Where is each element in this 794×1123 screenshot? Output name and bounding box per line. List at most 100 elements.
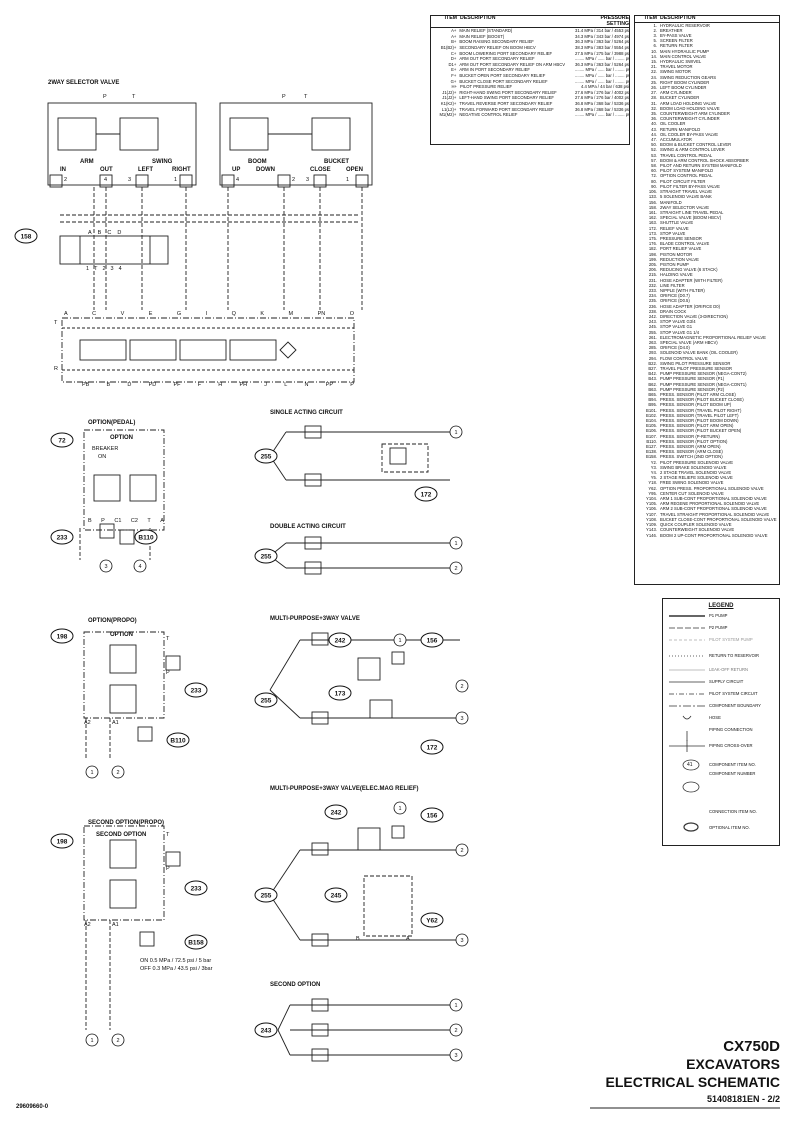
item-table-row: 232.LINE FILTER: [635, 283, 779, 288]
item-table-row: 215.HALDING VALVE: [635, 272, 779, 277]
item-table-row: 60.PILOT SYSTEM MANIFOLD: [635, 168, 779, 173]
item-table-row: 14.MAIN CONTROL VALVE: [635, 54, 779, 59]
pressure-table-cell: ........ MPa / ...... bar / ........ psi: [575, 72, 629, 78]
item-table-code: 182.: [648, 246, 657, 252]
legend-row: CONNECTION ITEM NO.: [709, 809, 757, 814]
option-propo-box: [83, 631, 165, 719]
item-table-row: B158.PRESS. SWITCH (2ND OPTION): [635, 454, 779, 459]
item-table-row: Y18.FREE SWING SOLENOID VALVE: [635, 480, 779, 485]
selector-open: OPEN: [346, 167, 364, 173]
item-table-code: B94.: [648, 397, 657, 403]
connection-marker: 1: [449, 536, 463, 550]
item-table-desc: MANIFOLD: [660, 199, 682, 205]
item-table-code: 285.: [648, 345, 657, 351]
item-table-row: 21.TRAVEL MOTOR: [635, 64, 779, 69]
item-table-desc: PILOT CIRCUIT FILTER: [660, 178, 706, 184]
item-table-code: 232.: [648, 282, 657, 288]
item-table-desc: ELECTROMAGNETIC PROPORTIONAL RELIEF VALV…: [660, 334, 766, 340]
mcv-bottom-port: L: [284, 382, 288, 388]
item-table-code: 242.: [648, 313, 657, 319]
connection-marker: 2: [111, 765, 125, 779]
connection-marker: 2: [455, 843, 469, 857]
item-table-code: 53.: [651, 152, 657, 158]
selector-right-port-t: T: [304, 94, 308, 100]
svg-text:243: 243: [261, 1028, 272, 1035]
pressure-table-cell: ARM OUT PORT SECONDARY RELIEF ON ARM HBC…: [459, 61, 566, 67]
pressure-table-row: M1(M2)+NEGATIVE CONTROL RELIEF........ M…: [431, 112, 629, 118]
item-table-code: 35.: [651, 111, 657, 117]
item-table-header-cell: ITEM: [644, 15, 657, 21]
item-table-desc: SWING & ARM CONTROL LEVER: [660, 147, 725, 153]
option-pedal-port: B: [88, 518, 92, 524]
item-bubble: 172: [420, 739, 444, 755]
item-table-code: 235.: [648, 298, 657, 304]
svg-text:242: 242: [335, 638, 346, 645]
connection-marker: 3: [99, 559, 113, 573]
legend-row: P1 PUMP: [709, 613, 728, 618]
legend-row: PILOT SYSTEM CIRCUIT: [709, 691, 758, 696]
item-table-row: B62.PUMP PRESSURE SENSOR (NEGA-CONT1): [635, 382, 779, 387]
item-table-code: B106.: [646, 428, 657, 434]
item-table-row: B138.PRESS. SENSOR (ARM CLOSE): [635, 449, 779, 454]
item-table-code: 1.: [653, 22, 658, 28]
pressure-table-cell: 34.3 MPa / 343 bar / 4974 psi: [575, 33, 629, 39]
svg-text:198: 198: [57, 839, 68, 846]
item-table-code: B104.: [646, 418, 657, 424]
item-table-code: 198.: [648, 251, 657, 257]
item-table-row: 175.PRESSURE SENSOR: [635, 236, 779, 241]
item-table-code: B138.: [646, 449, 657, 455]
item-table-desc: RETURN MANIFOLD: [660, 126, 701, 132]
pressure-table-cell: E+: [451, 67, 457, 73]
second-option-box: [83, 825, 165, 921]
item-table-row: 80.PILOT CIRCUIT FILTER: [635, 179, 779, 184]
pressure-table-cell: RIGHT-HAND SWING PORT SECONDARY RELIEF: [459, 89, 557, 95]
selector-in: IN: [60, 167, 66, 173]
pressure-table-cell: 27.6 MPa / 276 bar / 4002 psi: [575, 95, 629, 101]
item-table-desc: PRESS. SENSOR (PILOT ARM OPEN): [660, 423, 734, 429]
legend-row: LEAK-OFF RETURN: [709, 667, 749, 672]
selector-swing: SWING: [152, 159, 173, 165]
pressure-table-row: A+MAIN RELIEF (BOOST)34.3 MPa / 343 bar …: [431, 34, 629, 40]
item-table-desc: PRESS. SWITCH (2ND OPTION): [660, 454, 723, 460]
item-table-desc: BUCKET CYLINDER: [660, 95, 700, 101]
bank-bottom-port: 1: [86, 266, 90, 272]
item-bubble: 233: [50, 529, 74, 545]
option-pedal-port: C1: [114, 518, 122, 524]
pressure-table-header-cell: DESCRIPTION: [460, 16, 496, 21]
item-table-row: 57.BOOM & ARM CONTROL SHOCK ABSORBER: [635, 158, 779, 163]
pressure-table-header-cell: ITEM: [444, 15, 457, 21]
item-table-desc: PILOT FILTER BY-PASS VALVE: [660, 183, 720, 189]
item-table-row: B104.PRESS. SENSOR (PILOT BOOM DOWN): [635, 418, 779, 423]
item-table-row: Y107.TRAVEL STRAIGHT PROPORTIONAL SOLENO…: [635, 512, 779, 517]
selector-left: LEFT: [138, 167, 153, 173]
option-pedal-title: OPTION(PEDAL): [88, 420, 136, 426]
pressure-table-cell: A+: [451, 28, 457, 34]
part-number: 51408181EN - 2/2: [706, 1094, 780, 1104]
pressure-table-cell: G+: [450, 78, 457, 84]
svg-text:255: 255: [261, 554, 272, 561]
pressure-table-row: J1(J2)+LEFT-HAND SWING PORT SECONDARY RE…: [431, 95, 629, 101]
item-table-row: 156.MANIFOLD: [635, 200, 779, 205]
multi-3way-elec-port-a: A: [406, 936, 410, 942]
pressure-table-cell: BUCKET CLOSE PORT SECONDARY RELIEF: [459, 78, 548, 84]
item-table-row: 235.ORIFICE (D0.5): [635, 298, 779, 303]
item-table-desc: PILOT SYSTEM MANIFOLD: [660, 168, 714, 174]
option-pedal-port: P: [101, 518, 105, 524]
item-table-desc: SWING REDUCTION GEARS: [660, 74, 717, 80]
svg-text:2: 2: [116, 1038, 119, 1044]
svg-text:255: 255: [261, 454, 272, 461]
svg-text:72: 72: [58, 438, 66, 445]
item-table-code: B107.: [646, 433, 657, 439]
pressure-table-cell: NEGATIVE CONTROL RELIEF: [459, 112, 518, 118]
item-table-code: B27.: [648, 366, 657, 371]
connection-marker: 1: [449, 425, 463, 439]
item-table-desc: PRESS. SENSOR (PILOT ARM CLOSE): [660, 392, 736, 398]
mcv-bottom-port: PF: [173, 382, 181, 388]
item-table-row: 90.PILOT FILTER BY-PASS VALVE: [635, 184, 779, 189]
item-table-code: Y104.: [646, 496, 657, 502]
item-table-code: 50.: [651, 142, 657, 148]
item-table-desc: SHUTTLE VALVE: [660, 220, 694, 226]
mcv-top-port: I: [205, 311, 208, 317]
